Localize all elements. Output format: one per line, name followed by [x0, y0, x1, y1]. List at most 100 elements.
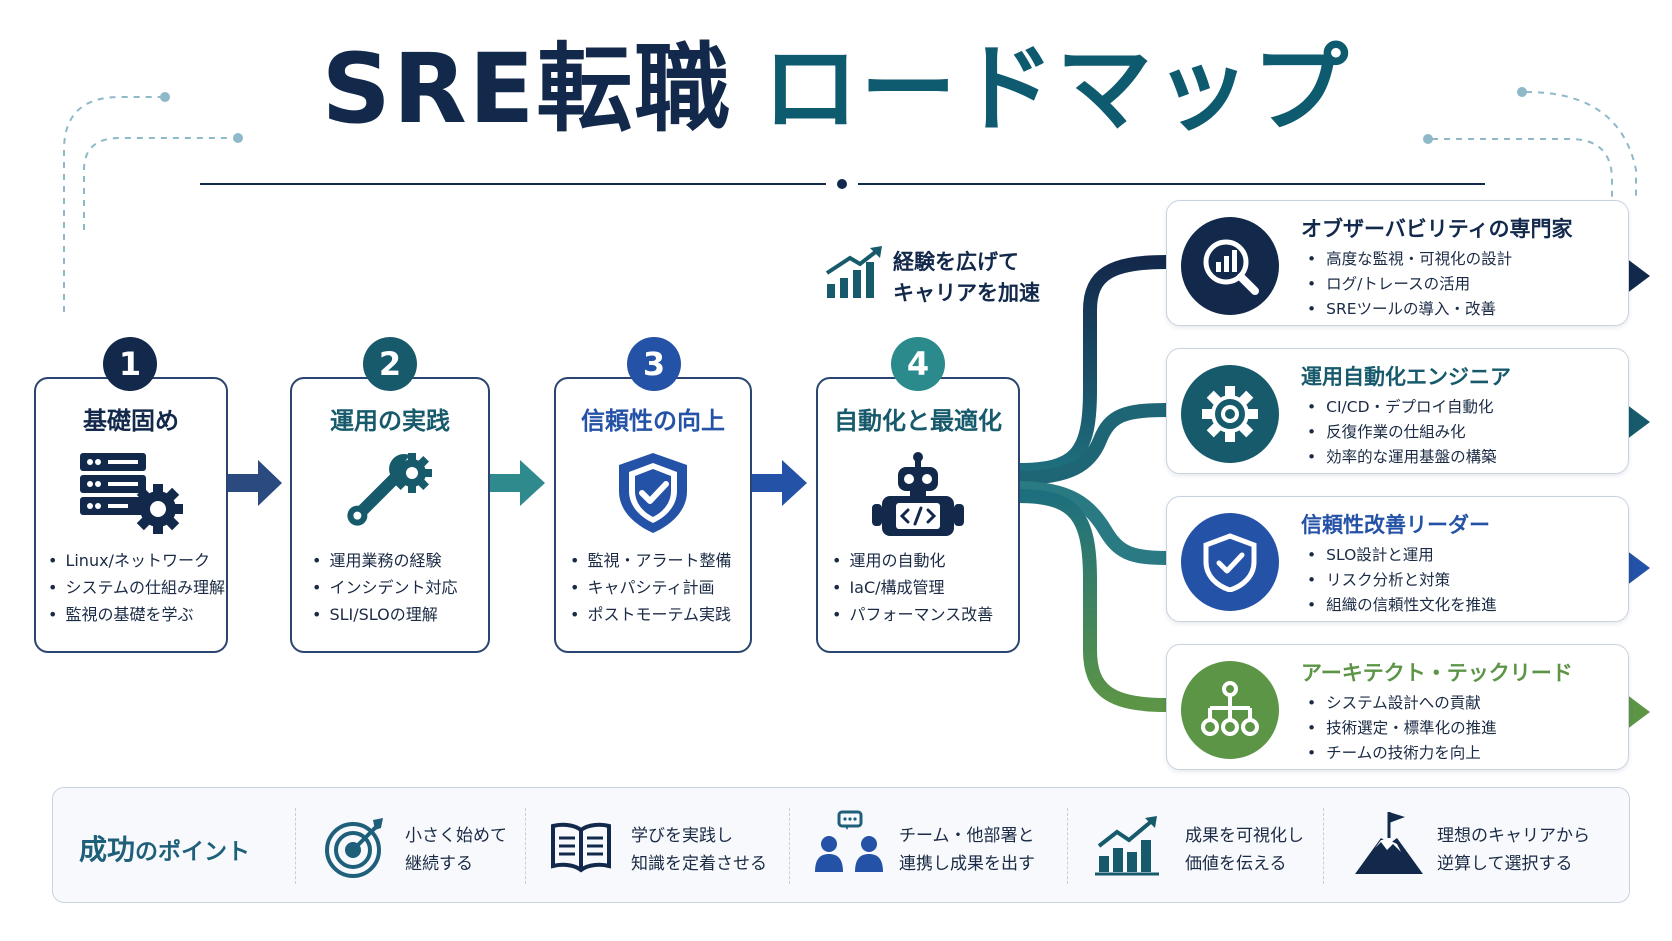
career-title: オブザーバビリティの専門家	[1301, 217, 1573, 241]
stage-items: Linux/ネットワーク システムの仕組み理解 監視の基礎を学ぶ	[48, 547, 225, 628]
title-divider-dot	[837, 179, 847, 189]
list-item: システムの仕組み理解	[48, 574, 225, 601]
growth-chart-icon	[1095, 816, 1161, 880]
stage-badge-3: 3	[627, 337, 681, 391]
stage-items: 監視・アラート整備 キャパシティ計画 ポストモーテム実践	[570, 547, 731, 628]
growth-arrow-icon	[825, 246, 882, 298]
career-card-observability: オブザーバビリティの専門家 高度な監視・可視化の設計 ログ/トレースの活用 SR…	[1166, 200, 1629, 326]
stage-card-3: 信頼性の向上 監視・アラート整備 キャパシティ計画 ポストモーテム実践	[554, 377, 752, 653]
career-icon-circle	[1181, 661, 1279, 759]
title-sre: SRE転職	[321, 33, 733, 145]
divider	[525, 808, 526, 884]
branch-architect	[1011, 489, 1173, 712]
career-items: CI/CD・デプロイ自動化 反復作業の仕組み化 効率的な運用基盤の構築	[1307, 395, 1497, 470]
wrench-gear-icon	[340, 449, 440, 539]
list-item: IaC/構成管理	[832, 574, 993, 601]
list-item: 運用業務の経験	[312, 547, 457, 574]
server-gear-icon	[76, 449, 186, 539]
branch-observability	[1011, 255, 1173, 477]
career-card-reliability: 信頼性改善リーダー SLO設計と運用 リスク分析と対策 組織の信頼性文化を推進	[1166, 496, 1629, 622]
list-item: Linux/ネットワーク	[48, 547, 225, 574]
career-icon-circle	[1181, 217, 1279, 315]
career-title: 運用自動化エンジニア	[1301, 365, 1511, 389]
stage-card-2: 運用の実践	[290, 377, 490, 653]
hierarchy-icon	[1201, 681, 1259, 736]
list-item: 効率的な運用基盤の構築	[1307, 445, 1497, 470]
list-item: リスク分析と対策	[1307, 568, 1497, 593]
career-icon-circle	[1181, 365, 1279, 463]
list-item: 運用の自動化	[832, 547, 993, 574]
success-point-text: 理想のキャリアから 逆算して選択する	[1437, 826, 1590, 874]
stage-badge-4: 4	[891, 337, 945, 391]
list-item: 技術選定・標準化の推進	[1307, 716, 1497, 741]
branch-reliability	[1011, 481, 1173, 565]
career-title: アーキテクト・テックリード	[1301, 661, 1573, 685]
mountain-flag-icon	[1353, 808, 1425, 882]
career-arrow-head-2	[1626, 404, 1650, 440]
deco-curve-left-inner	[83, 137, 232, 230]
stage-badge-1: 1	[103, 337, 157, 391]
list-item: システム設計への貢献	[1307, 691, 1497, 716]
deco-curve-right-inner	[1432, 138, 1613, 198]
shield-check-icon	[613, 449, 693, 539]
shield-check-icon	[1203, 533, 1257, 592]
robot-code-icon	[868, 449, 968, 543]
success-point-text: チーム・他部署と 連携し成果を出す	[899, 826, 1035, 874]
title-roadmap: ロードマップ	[762, 33, 1351, 145]
career-card-automation: 運用自動化エンジニア CI/CD・デプロイ自動化 反復作業の仕組み化 効率的な運…	[1166, 348, 1629, 474]
list-item: SREツールの導入・改善	[1307, 297, 1512, 322]
page-title: SRE転職ロードマップ	[0, 34, 1672, 144]
career-arrow-head-3	[1626, 550, 1650, 586]
stage-items: 運用業務の経験 インシデント対応 SLI/SLOの理解	[312, 547, 457, 628]
career-items: システム設計への貢献 技術選定・標準化の推進 チームの技術力を向上	[1307, 691, 1497, 766]
list-item: ログ/トレースの活用	[1307, 272, 1512, 297]
success-point-text: 学びを実践し 知識を定着させる	[631, 826, 767, 874]
gear-icon	[1202, 386, 1258, 442]
list-item: 高度な監視・可視化の設計	[1307, 247, 1512, 272]
success-point-text: 成果を可視化し 価値を伝える	[1185, 826, 1304, 874]
list-item: SLO設計と運用	[1307, 543, 1497, 568]
divider	[1323, 808, 1324, 884]
list-item: パフォーマンス改善	[832, 601, 993, 628]
accelerate-text: 経験を広げて キャリアを加速	[893, 250, 1040, 305]
team-icon	[813, 810, 885, 880]
career-items: 高度な監視・可視化の設計 ログ/トレースの活用 SREツールの導入・改善	[1307, 247, 1512, 322]
career-title: 信頼性改善リーダー	[1301, 513, 1490, 537]
stage-title: 自動化と最適化	[834, 407, 1002, 435]
career-arrow-head-4	[1626, 694, 1650, 730]
stage-title: 運用の実践	[330, 407, 450, 435]
career-card-architect: アーキテクト・テックリード システム設計への貢献 技術選定・標準化の推進 チーム…	[1166, 644, 1629, 770]
success-point-text: 小さく始めて 継続する	[405, 826, 507, 874]
career-arrow-head-1	[1626, 258, 1650, 294]
stage-items: 運用の自動化 IaC/構成管理 パフォーマンス改善	[832, 547, 993, 628]
deco-curve-left-outer	[63, 96, 160, 312]
arrow-stage-3-4	[752, 460, 807, 506]
stage-title: 信頼性の向上	[581, 407, 725, 435]
stage-badge-2: 2	[363, 337, 417, 391]
list-item: 監視の基礎を学ぶ	[48, 601, 225, 628]
list-item: 反復作業の仕組み化	[1307, 420, 1497, 445]
list-item: インシデント対応	[312, 574, 457, 601]
list-item: ポストモーテム実践	[570, 601, 731, 628]
success-points-panel: 成功のポイント 小さく始めて 継続する 学びを実践	[52, 787, 1630, 903]
divider	[1067, 808, 1068, 884]
target-icon	[323, 814, 389, 884]
stage-card-1: 基礎固め	[34, 377, 228, 653]
divider	[789, 808, 790, 884]
analytics-search-icon	[1203, 239, 1259, 295]
branch-automation	[1011, 403, 1173, 485]
list-item: チームの技術力を向上	[1307, 741, 1497, 766]
stage-title: 基礎固め	[83, 407, 179, 435]
divider	[295, 808, 296, 884]
career-icon-circle	[1181, 513, 1279, 611]
stage-card-4: 自動化と最適化 運用の自動化 IaC/構成管理 パフォーマンス改善	[816, 377, 1020, 653]
arrow-stage-2-3	[490, 460, 545, 506]
list-item: 組織の信頼性文化を推進	[1307, 593, 1497, 618]
book-icon	[549, 820, 613, 880]
career-items: SLO設計と運用 リスク分析と対策 組織の信頼性文化を推進	[1307, 543, 1497, 618]
success-title: 成功のポイント	[79, 833, 251, 866]
arrow-stage-1-2	[228, 460, 282, 506]
list-item: SLI/SLOの理解	[312, 601, 457, 628]
list-item: キャパシティ計画	[570, 574, 731, 601]
list-item: 監視・アラート整備	[570, 547, 731, 574]
